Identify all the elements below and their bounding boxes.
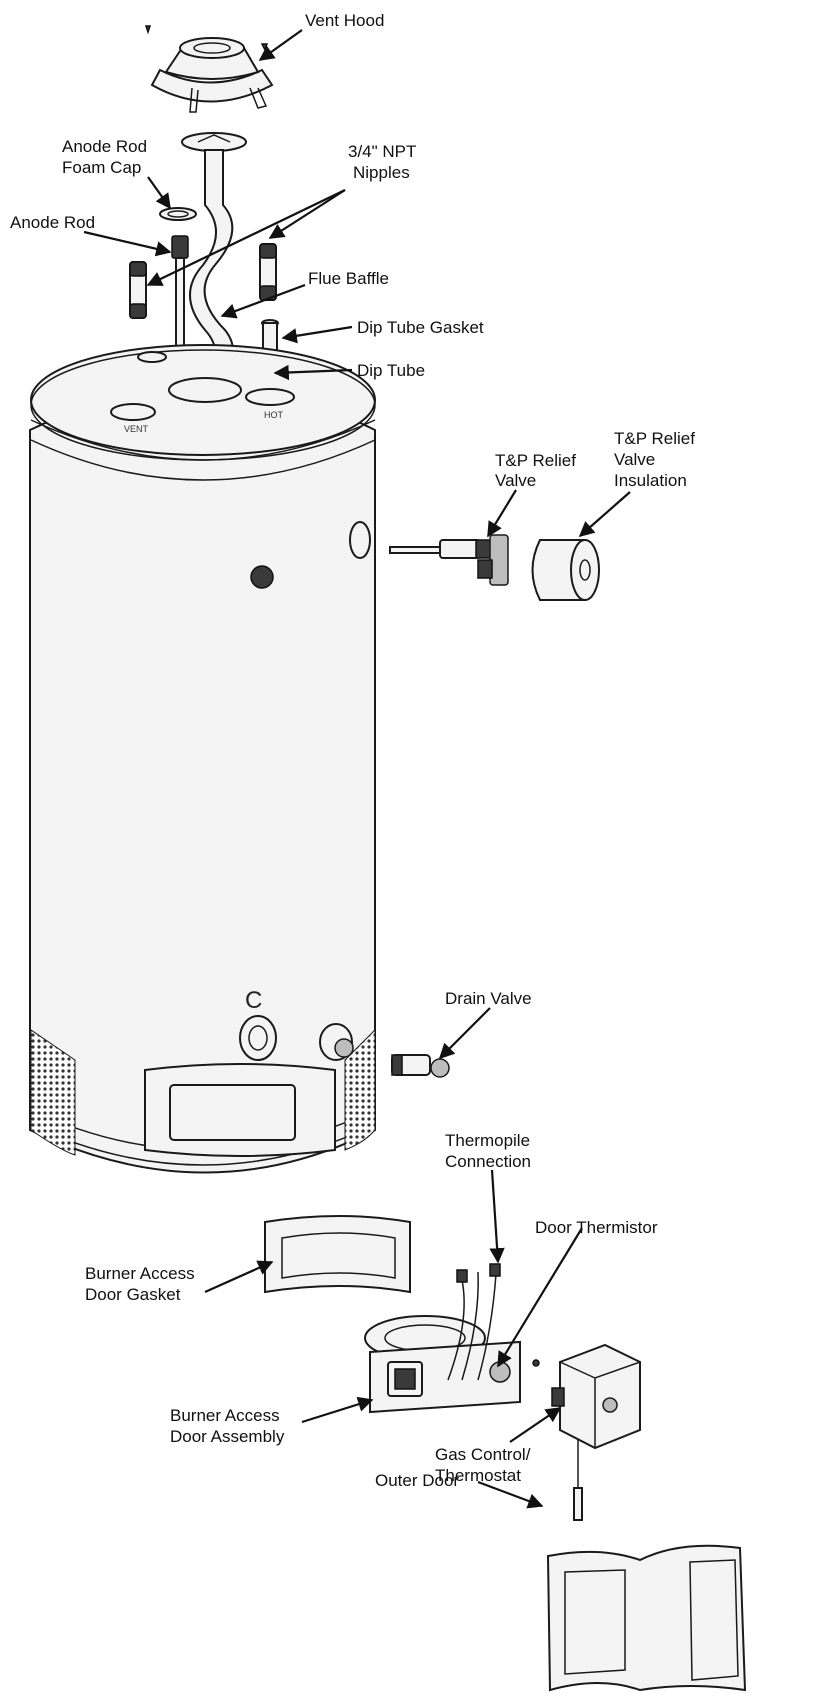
burner-access-door-assembly <box>364 1263 521 1414</box>
burner-access-door-assembly-label-line2: Door Assembly <box>170 1427 285 1446</box>
drain-valve <box>391 1054 450 1078</box>
tp-insulation-label-line2: Valve <box>614 450 656 469</box>
burner-access-door-assembly-label-line1: Burner Access <box>170 1406 280 1425</box>
tp-relief-valve-label-line1: T&P Relief <box>495 451 576 470</box>
vent-mark: VENT <box>124 424 149 434</box>
gas-control-thermostat-label-line2: Thermostat <box>435 1466 521 1485</box>
tp-insulation-label-line1: T&P Relief <box>614 429 695 448</box>
gas-control-thermostat <box>532 1343 641 1521</box>
burner-access-door-gasket <box>264 1215 411 1294</box>
thermopile-connection-label-line1: Thermopile <box>445 1131 531 1150</box>
drain-valve-label: Drain Valve <box>445 989 532 1008</box>
anode-rod-label: Anode Rod <box>10 213 96 232</box>
npt-nipple-right <box>259 243 277 301</box>
npt-nipples-label-line2: Nipples <box>353 163 410 182</box>
outer-door-label: Outer Door <box>375 1471 460 1490</box>
vent-hood-label: Vent Hood <box>305 11 385 30</box>
tp-relief-valve-insulation <box>531 539 600 601</box>
dip-tube-gasket-label: Dip Tube Gasket <box>357 318 484 337</box>
anode-rod-foam-cap <box>159 207 197 221</box>
cold-mark: C <box>245 987 262 1014</box>
tp-insulation-label-line3: Insulation <box>614 471 687 490</box>
burner-access-door-gasket-label-line2: Door Gasket <box>85 1285 181 1304</box>
tp-relief-valve <box>389 534 509 586</box>
vent-hood <box>144 25 274 113</box>
anode-rod-foam-cap-label-line1: Anode Rod <box>62 137 148 156</box>
door-thermistor-label: Door Thermistor <box>535 1218 658 1237</box>
hot-mark: HOT <box>264 410 284 420</box>
gas-control-thermostat-label-line1: Gas Control/ <box>435 1445 531 1464</box>
tp-relief-valve-label-line2: Valve <box>495 471 537 490</box>
thermopile-connection-label-line2: Connection <box>445 1152 532 1171</box>
flue-baffle-label: Flue Baffle <box>308 269 389 288</box>
npt-nipple-left <box>129 261 147 319</box>
dip-tube-label: Dip Tube <box>357 361 426 380</box>
anode-rod-foam-cap-label-line2: Foam Cap <box>62 158 142 177</box>
burner-access-door-gasket-label-line1: Burner Access <box>85 1264 195 1283</box>
npt-nipples-label-line1: 3/4" NPT <box>348 142 417 161</box>
leader-lines <box>83 29 631 1509</box>
outer-door <box>546 1544 747 1692</box>
water-heater-tank <box>29 344 376 1174</box>
